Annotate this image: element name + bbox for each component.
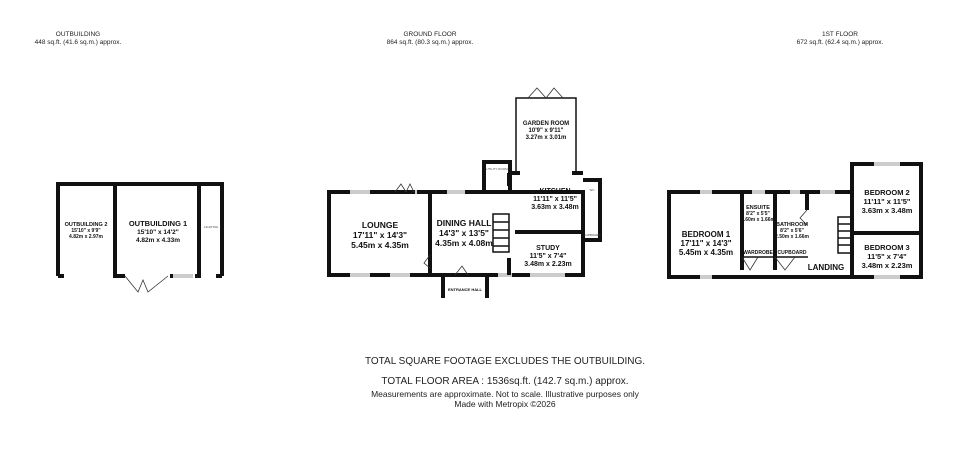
cupboard2-name: CUPBOARD — [778, 250, 807, 256]
bedroom2-name: BEDROOM 2 — [864, 188, 909, 197]
bathroom-metric: 2.50m x 1.66m — [775, 234, 809, 240]
first-floor-area: 672 sq.ft. (62.4 sq.m.) approx. — [797, 39, 884, 46]
outbuilding1-name: OUTBUILDING 1 — [129, 219, 187, 228]
garden-room-imperial: 10'9" x 9'11" — [529, 128, 564, 134]
outbuilding-plan: LIGHTING — [56, 182, 224, 293]
lounge-metric: 5.45m x 4.35m — [351, 240, 409, 250]
bathroom-name: BATHROOM — [776, 222, 808, 228]
study-metric: 3.48m x 2.23m — [524, 261, 571, 268]
entrance-hall-name: ENTRANCE HALL — [448, 287, 483, 292]
ensuite-imperial: 8'2" x 5'5" — [746, 211, 770, 217]
svg-text:UTILITY ROOM: UTILITY ROOM — [486, 167, 508, 171]
first-floor-title: 1ST FLOOR — [822, 31, 858, 38]
garden-room-metric: 3.27m x 3.01m — [526, 135, 567, 141]
total-floor-area: TOTAL FLOOR AREA : 1536sq.ft. (142.7 sq.… — [381, 376, 629, 387]
outbuilding1-imperial: 15'10" x 14'2" — [137, 229, 179, 236]
ground-floor-plan: UTILITY ROOM WC CUPBOARD — [327, 87, 602, 298]
study-imperial: 11'5" x 7'4" — [530, 253, 567, 260]
made-with: Made with Metropix ©2026 — [454, 399, 556, 409]
outbuilding1-metric: 4.82m x 4.33m — [136, 237, 180, 244]
bedroom3-name: BEDROOM 3 — [864, 243, 909, 252]
outbuilding-title: OUTBUILDING — [56, 31, 100, 38]
cupboard-label: CUPBOARD — [583, 233, 601, 237]
bedroom2-metric: 3.63m x 3.48m — [862, 206, 913, 215]
bedroom1-metric: 5.45m x 4.35m — [679, 248, 733, 257]
outbuilding-area: 448 sq.ft. (41.6 sq.m.) approx. — [35, 39, 122, 46]
bedroom3-imperial: 11'5" x 7'4" — [867, 252, 907, 261]
svg-text:LIGHTING: LIGHTING — [204, 225, 219, 229]
garden-room-name: GARDEN ROOM — [523, 121, 569, 127]
outbuilding2-imperial: 15'10" x 9'9" — [71, 228, 101, 234]
ground-floor-title: GROUND FLOOR — [403, 31, 456, 38]
bathroom-imperial: 8'2" x 5'6" — [780, 228, 804, 234]
disclaimer: Measurements are approximate. Not to sca… — [371, 389, 639, 399]
lounge-name: LOUNGE — [362, 220, 399, 230]
first-floor-plan — [667, 162, 923, 279]
bedroom1-imperial: 17'11" x 14'3" — [681, 239, 732, 248]
bedroom2-imperial: 11'11" x 11'5" — [864, 197, 911, 206]
bedroom1-name: BEDROOM 1 — [682, 230, 731, 239]
outbuilding2-name: OUTBUILDING 2 — [65, 222, 108, 228]
ensuite-name: ENSUITE — [746, 205, 770, 211]
dining-hall-imperial: 14'3" x 13'5" — [439, 228, 489, 238]
kitchen-imperial: 11'11" x 11'5" — [533, 196, 577, 203]
lounge-imperial: 17'11" x 14'3" — [353, 230, 407, 240]
dining-hall-name: DINING HALL — [437, 218, 492, 228]
bedroom3-metric: 3.48m x 2.23m — [862, 261, 913, 270]
outbuilding2-metric: 4.82m x 2.97m — [69, 234, 103, 240]
wc-label: WC — [590, 188, 596, 192]
landing-name: LANDING — [808, 263, 844, 272]
wardrobe-name: WARDROBE — [743, 250, 773, 256]
exclusion-note: TOTAL SQUARE FOOTAGE EXCLUDES THE OUTBUI… — [364, 356, 646, 367]
study-name: STUDY — [536, 245, 560, 252]
kitchen-name: KITCHEN — [539, 188, 570, 195]
kitchen-metric: 3.63m x 3.48m — [531, 204, 578, 211]
ensuite-metric: 2.60m x 1.66m — [741, 217, 775, 223]
ground-floor-area: 864 sq.ft. (80.3 sq.m.) approx. — [387, 39, 474, 46]
dining-hall-metric: 4.35m x 4.08m — [435, 238, 493, 248]
